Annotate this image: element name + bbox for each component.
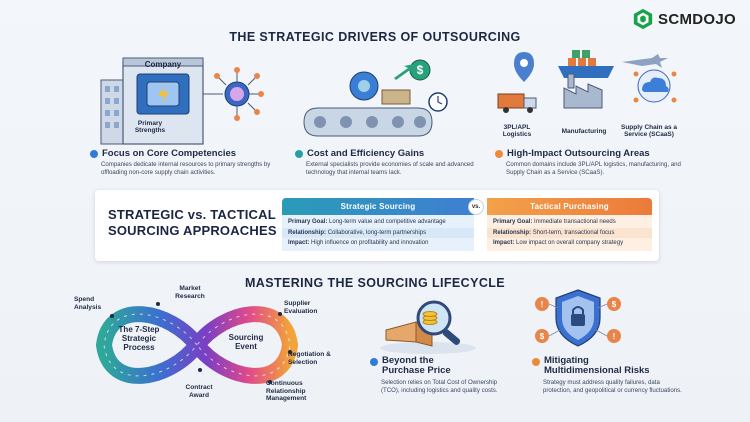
insight-title-line1: Beyond the [382, 355, 434, 366]
tactical-row: Impact: Low impact on overall company st… [493, 240, 624, 246]
driver-bullet-icon [90, 149, 98, 158]
conveyor-icon: $ [303, 59, 448, 137]
driver-desc: External specialists provide economies o… [306, 161, 474, 177]
step-contract-award: Contract Award [185, 384, 213, 399]
strategic-row: Impact: High influence on profitability … [288, 240, 429, 246]
vs-badge: vs. [468, 199, 484, 215]
step-market-research: Market Research [175, 285, 205, 300]
driver-desc: Companies dedicate internal resources to… [101, 161, 271, 177]
strategic-column: Strategic Sourcing Primary Goal: Long-te… [282, 198, 474, 251]
brand-logo[interactable]: SCMDOJO [632, 8, 736, 30]
insight-title-line1: Mitigating [544, 355, 589, 366]
shield-icon: ! $ $! [535, 289, 621, 347]
driver-title: Focus on Core Competencies [102, 148, 237, 159]
tactical-heading: Tactical Purchasing [487, 198, 652, 215]
driver-title: High-Impact Outsourcing Areas [507, 148, 650, 159]
tactical-row: Relationship: Short-term, transactional … [487, 227, 652, 238]
insight-title-line2: Multidimensional Risks [544, 365, 650, 377]
tactical-column: Tactical Purchasing Primary Goal: Immedi… [487, 198, 652, 251]
area-scaas-label: Supply Chain as a Service (SCaaS) [621, 124, 677, 139]
area-manufacturing-label: Manufacturing [561, 128, 607, 135]
insight-desc: Strategy must address quality failures, … [543, 378, 682, 395]
step-negotiation-selection: Negotiation & Selection [288, 351, 331, 366]
insight-title-line2: Purchase Price [382, 365, 451, 377]
loop-left-label: The 7-Step Strategic Process [118, 325, 160, 353]
insight-desc: Selection relies on Total Cost of Owners… [381, 378, 498, 395]
insight-bullet-icon [532, 358, 540, 366]
insight-bullet-icon [370, 358, 378, 366]
logistics-icon [497, 50, 677, 113]
lifecycle-title: MASTERING THE SOURCING LIFECYCLE [244, 276, 506, 290]
tactical-row: Primary Goal: Immediate transactional ne… [493, 219, 616, 225]
svg-text:!: ! [613, 332, 616, 341]
svg-text:$: $ [540, 332, 545, 341]
brand-mark-icon [633, 8, 653, 30]
area-3pl-label: 3PL/APL Logistics [502, 124, 532, 139]
strategic-heading: Strategic Sourcing [282, 198, 474, 215]
svg-text:$: $ [417, 63, 424, 77]
svg-text:$: $ [612, 300, 617, 309]
driver-bullet-icon [295, 149, 303, 158]
strategic-row: Primary Goal: Long-term value and compet… [288, 219, 446, 225]
page-title: THE STRATEGIC DRIVERS OF OUTSOURCING [229, 30, 521, 44]
step-supplier-evaluation: Supplier Evaluation [284, 300, 318, 315]
comparison-title-line1: STRATEGIC vs. TACTICAL [108, 207, 276, 222]
strategic-row: Relationship: Collaborative, long-term p… [282, 227, 474, 238]
primary-strengths-label: Primary Strengths [134, 120, 166, 135]
driver-title: Cost and Efficiency Gains [307, 148, 425, 159]
driver-outsourcing-areas: High-Impact Outsourcing Areas Common dom… [495, 148, 695, 177]
driver-desc: Common domains include 3PL/APL logistics… [506, 161, 681, 177]
infinity-loop-icon [96, 302, 298, 384]
brand-name: SCMDOJO [658, 10, 736, 28]
svg-text:!: ! [541, 300, 544, 309]
comparison-title: STRATEGIC vs. TACTICAL SOURCING APPROACH… [108, 207, 277, 240]
comparison-title-line2: SOURCING APPROACHES [108, 223, 277, 239]
driver-core-competencies: Focus on Core Competencies Companies ded… [90, 148, 275, 177]
company-label: Company [144, 60, 182, 69]
driver-cost-efficiency: Cost and Efficiency Gains External speci… [295, 148, 485, 177]
step-relationship-management: Continuous Relationship Management [266, 380, 307, 403]
magnifier-icon [380, 300, 476, 354]
factory-icon [100, 57, 264, 145]
driver-bullet-icon [495, 149, 503, 158]
step-spend-analysis: Spend Analysis [74, 296, 102, 311]
loop-right-label: Sourcing Event [228, 333, 264, 352]
